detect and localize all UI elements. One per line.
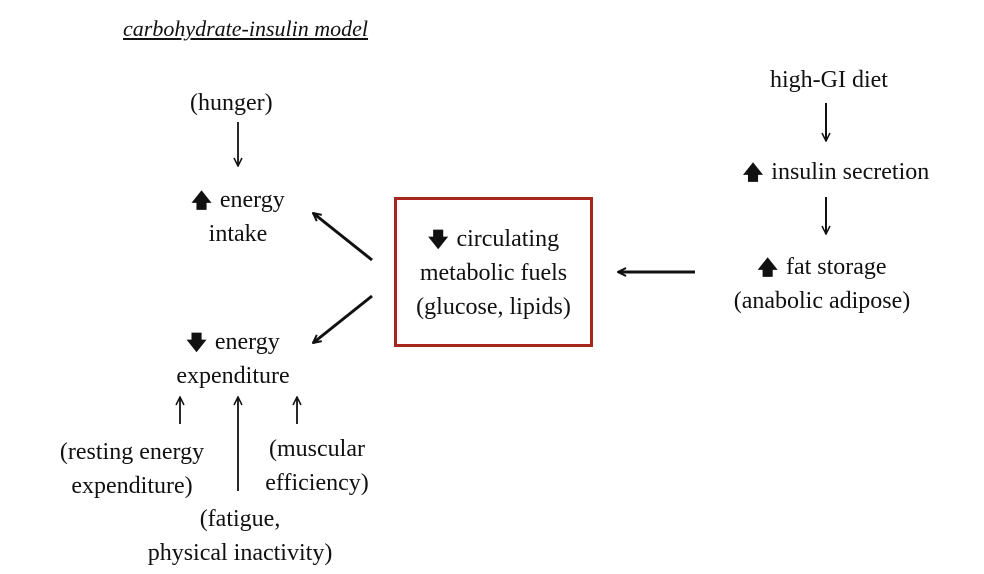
circulating-fuels-line2: metabolic fuels — [419, 260, 568, 286]
up-arrow-icon: 🡅 — [742, 160, 764, 184]
hunger-label: (hunger) — [190, 90, 273, 116]
insulin-secretion-label: insulin secretion — [771, 159, 930, 185]
muscular-efficiency-label: (muscular efficiency) — [265, 436, 369, 496]
insulin-secretion-node: 🡅 insulin secretion — [724, 155, 948, 189]
energy-intake-line2: intake — [208, 221, 268, 247]
circulating-fuels-line3: (glucose, lipids) — [416, 294, 571, 320]
fatigue-label: (fatigue, physical inactivity) — [147, 506, 333, 566]
arrow-fuels-to-expenditure — [313, 294, 373, 343]
energy-expenditure-line2: expenditure — [176, 363, 290, 389]
arrow-fuels-to-intake — [313, 213, 373, 262]
energy-intake-line1: energy — [219, 187, 285, 213]
circulating-fuels-node: 🡇 circulating metabolic fuels (glucose, l… — [394, 222, 593, 324]
resting-energy-label: (resting energy expenditure) — [59, 439, 205, 499]
fat-storage-node: 🡅 fat storage (anabolic adipose) — [712, 250, 932, 318]
up-arrow-icon: 🡅 — [757, 255, 778, 279]
fat-storage-line2: (anabolic adipose) — [733, 288, 911, 314]
down-arrow-icon: 🡇 — [427, 227, 449, 251]
circulating-fuels-line1: circulating — [456, 226, 560, 252]
down-arrow-icon: 🡇 — [186, 330, 207, 354]
up-arrow-icon: 🡅 — [191, 188, 212, 212]
fat-storage-line1: fat storage — [785, 254, 887, 280]
energy-intake-node: 🡅 energy intake — [182, 183, 294, 251]
diagram-title: carbohydrate-insulin model — [123, 16, 369, 41]
energy-expenditure-node: 🡇 energy expenditure — [160, 325, 306, 393]
energy-expenditure-line1: energy — [214, 329, 280, 355]
circulating-fuels-box — [394, 197, 593, 347]
high-gi-diet-label: high-GI diet — [770, 67, 888, 93]
